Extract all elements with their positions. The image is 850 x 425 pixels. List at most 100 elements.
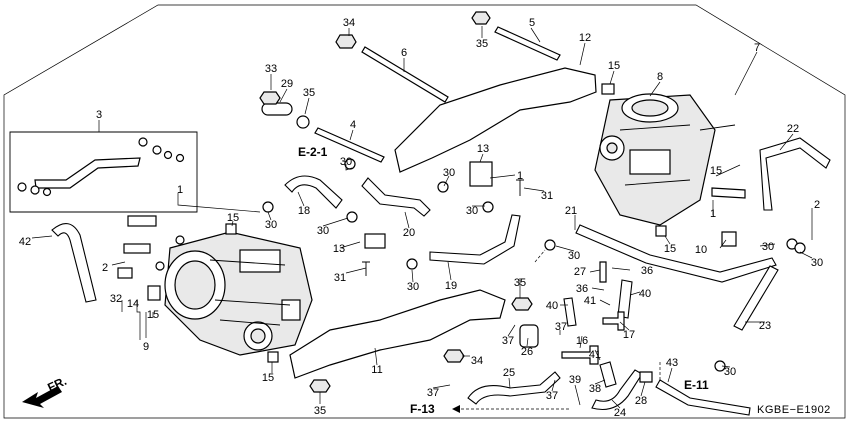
callout-2: 2	[814, 199, 820, 211]
bushing-15-top	[601, 83, 615, 95]
callout-1: 1	[710, 208, 716, 220]
washer-group-left	[17, 137, 185, 197]
callout-30: 30	[568, 250, 580, 262]
rod-6	[361, 46, 449, 103]
callout-37: 37	[427, 387, 439, 399]
callout-18: 18	[298, 205, 310, 217]
hose-20	[361, 177, 431, 217]
bracket-11	[289, 289, 506, 379]
callout-30: 30	[317, 225, 329, 237]
hose-19	[429, 214, 521, 265]
plate-29	[261, 102, 293, 116]
callout-8: 8	[657, 71, 663, 83]
nut-34-bottom	[443, 349, 465, 363]
callout-33: 33	[265, 63, 277, 75]
callout-15: 15	[262, 372, 274, 384]
callout-35: 35	[514, 277, 526, 289]
callout-34: 34	[343, 17, 355, 29]
callout-22: 22	[787, 123, 799, 135]
rod-4	[314, 127, 385, 163]
callout-23: 23	[759, 320, 771, 332]
bolt-31-lower	[362, 261, 370, 276]
callout-20: 20	[403, 227, 415, 239]
callout-37: 37	[546, 390, 558, 402]
diagram-code: KGBE−E1902	[757, 404, 831, 416]
callout-1: 1	[177, 184, 183, 196]
callout-29: 29	[281, 78, 293, 90]
hose-23	[733, 265, 779, 331]
fitting-28	[639, 371, 653, 383]
fitting-26	[519, 324, 539, 348]
callout-30: 30	[407, 281, 419, 293]
callout-12: 12	[579, 32, 591, 44]
fitting-27	[599, 261, 607, 283]
front-direction-indicator: FR.	[22, 374, 69, 408]
callout-14: 14	[127, 298, 139, 310]
routing-arrows	[456, 249, 661, 410]
callout-41: 41	[584, 295, 596, 307]
rod-5	[494, 26, 561, 61]
callout-35: 35	[314, 405, 326, 417]
callout-37: 37	[502, 335, 514, 347]
callout-36: 36	[576, 283, 588, 295]
nut-33	[259, 91, 281, 105]
callout-6: 6	[401, 47, 407, 59]
callout-17: 17	[623, 329, 635, 341]
nut-35-bottom	[309, 379, 331, 393]
nut-34-top	[335, 34, 357, 49]
ref-e-11[interactable]: E-11	[684, 378, 709, 392]
callout-27: 27	[574, 266, 586, 278]
carburetor-front	[164, 231, 313, 356]
callout-21: 21	[565, 205, 577, 217]
callout-19: 19	[445, 280, 457, 292]
callout-7: 7	[754, 42, 760, 54]
carburetor-rear	[594, 93, 736, 226]
callout-38: 38	[589, 383, 601, 395]
link-rod	[34, 157, 141, 189]
callout-41: 41	[589, 349, 601, 361]
callout-37: 37	[555, 321, 567, 333]
hose-22	[759, 137, 831, 211]
callout-35: 35	[303, 87, 315, 99]
front-label: FR.	[45, 374, 68, 395]
callout-35: 35	[476, 38, 488, 50]
hose-38	[599, 361, 617, 388]
callout-1: 1	[517, 170, 523, 182]
callout-13: 13	[333, 243, 345, 255]
bushing-15-bottom	[267, 351, 279, 363]
callout-15: 15	[710, 165, 722, 177]
fitting-13-top	[469, 161, 493, 187]
ref-f-13[interactable]: F-13	[410, 402, 435, 416]
callout-15: 15	[147, 309, 159, 321]
diagram-frame	[3, 4, 846, 419]
hose-21	[575, 224, 777, 283]
callout-40: 40	[546, 300, 558, 312]
callout-39: 39	[569, 374, 581, 386]
callout-30: 30	[443, 167, 455, 179]
callout-16: 16	[576, 335, 588, 347]
callout-24: 24	[614, 407, 626, 419]
hose-40-b	[617, 279, 633, 319]
nut-35-top	[471, 11, 491, 25]
callout-13: 13	[477, 143, 489, 155]
callout-15: 15	[227, 212, 239, 224]
callout-31: 31	[541, 190, 553, 202]
callout-30: 30	[811, 257, 823, 269]
callout-4: 4	[350, 119, 356, 131]
washer-35-left	[296, 115, 310, 129]
callout-25: 25	[503, 367, 515, 379]
callout-32: 32	[110, 293, 122, 305]
callout-43: 43	[666, 357, 678, 369]
callout-5: 5	[529, 17, 535, 29]
callout-42: 42	[19, 236, 31, 248]
callout-2: 2	[102, 262, 108, 274]
fitting-13-lower	[364, 233, 386, 249]
tee-17	[602, 311, 625, 331]
bracket-box	[9, 131, 198, 213]
tee-16	[561, 345, 599, 365]
ref-e-2-1[interactable]: E-2-1	[298, 145, 328, 159]
callout-30: 30	[466, 205, 478, 217]
callout-11: 11	[371, 364, 382, 376]
